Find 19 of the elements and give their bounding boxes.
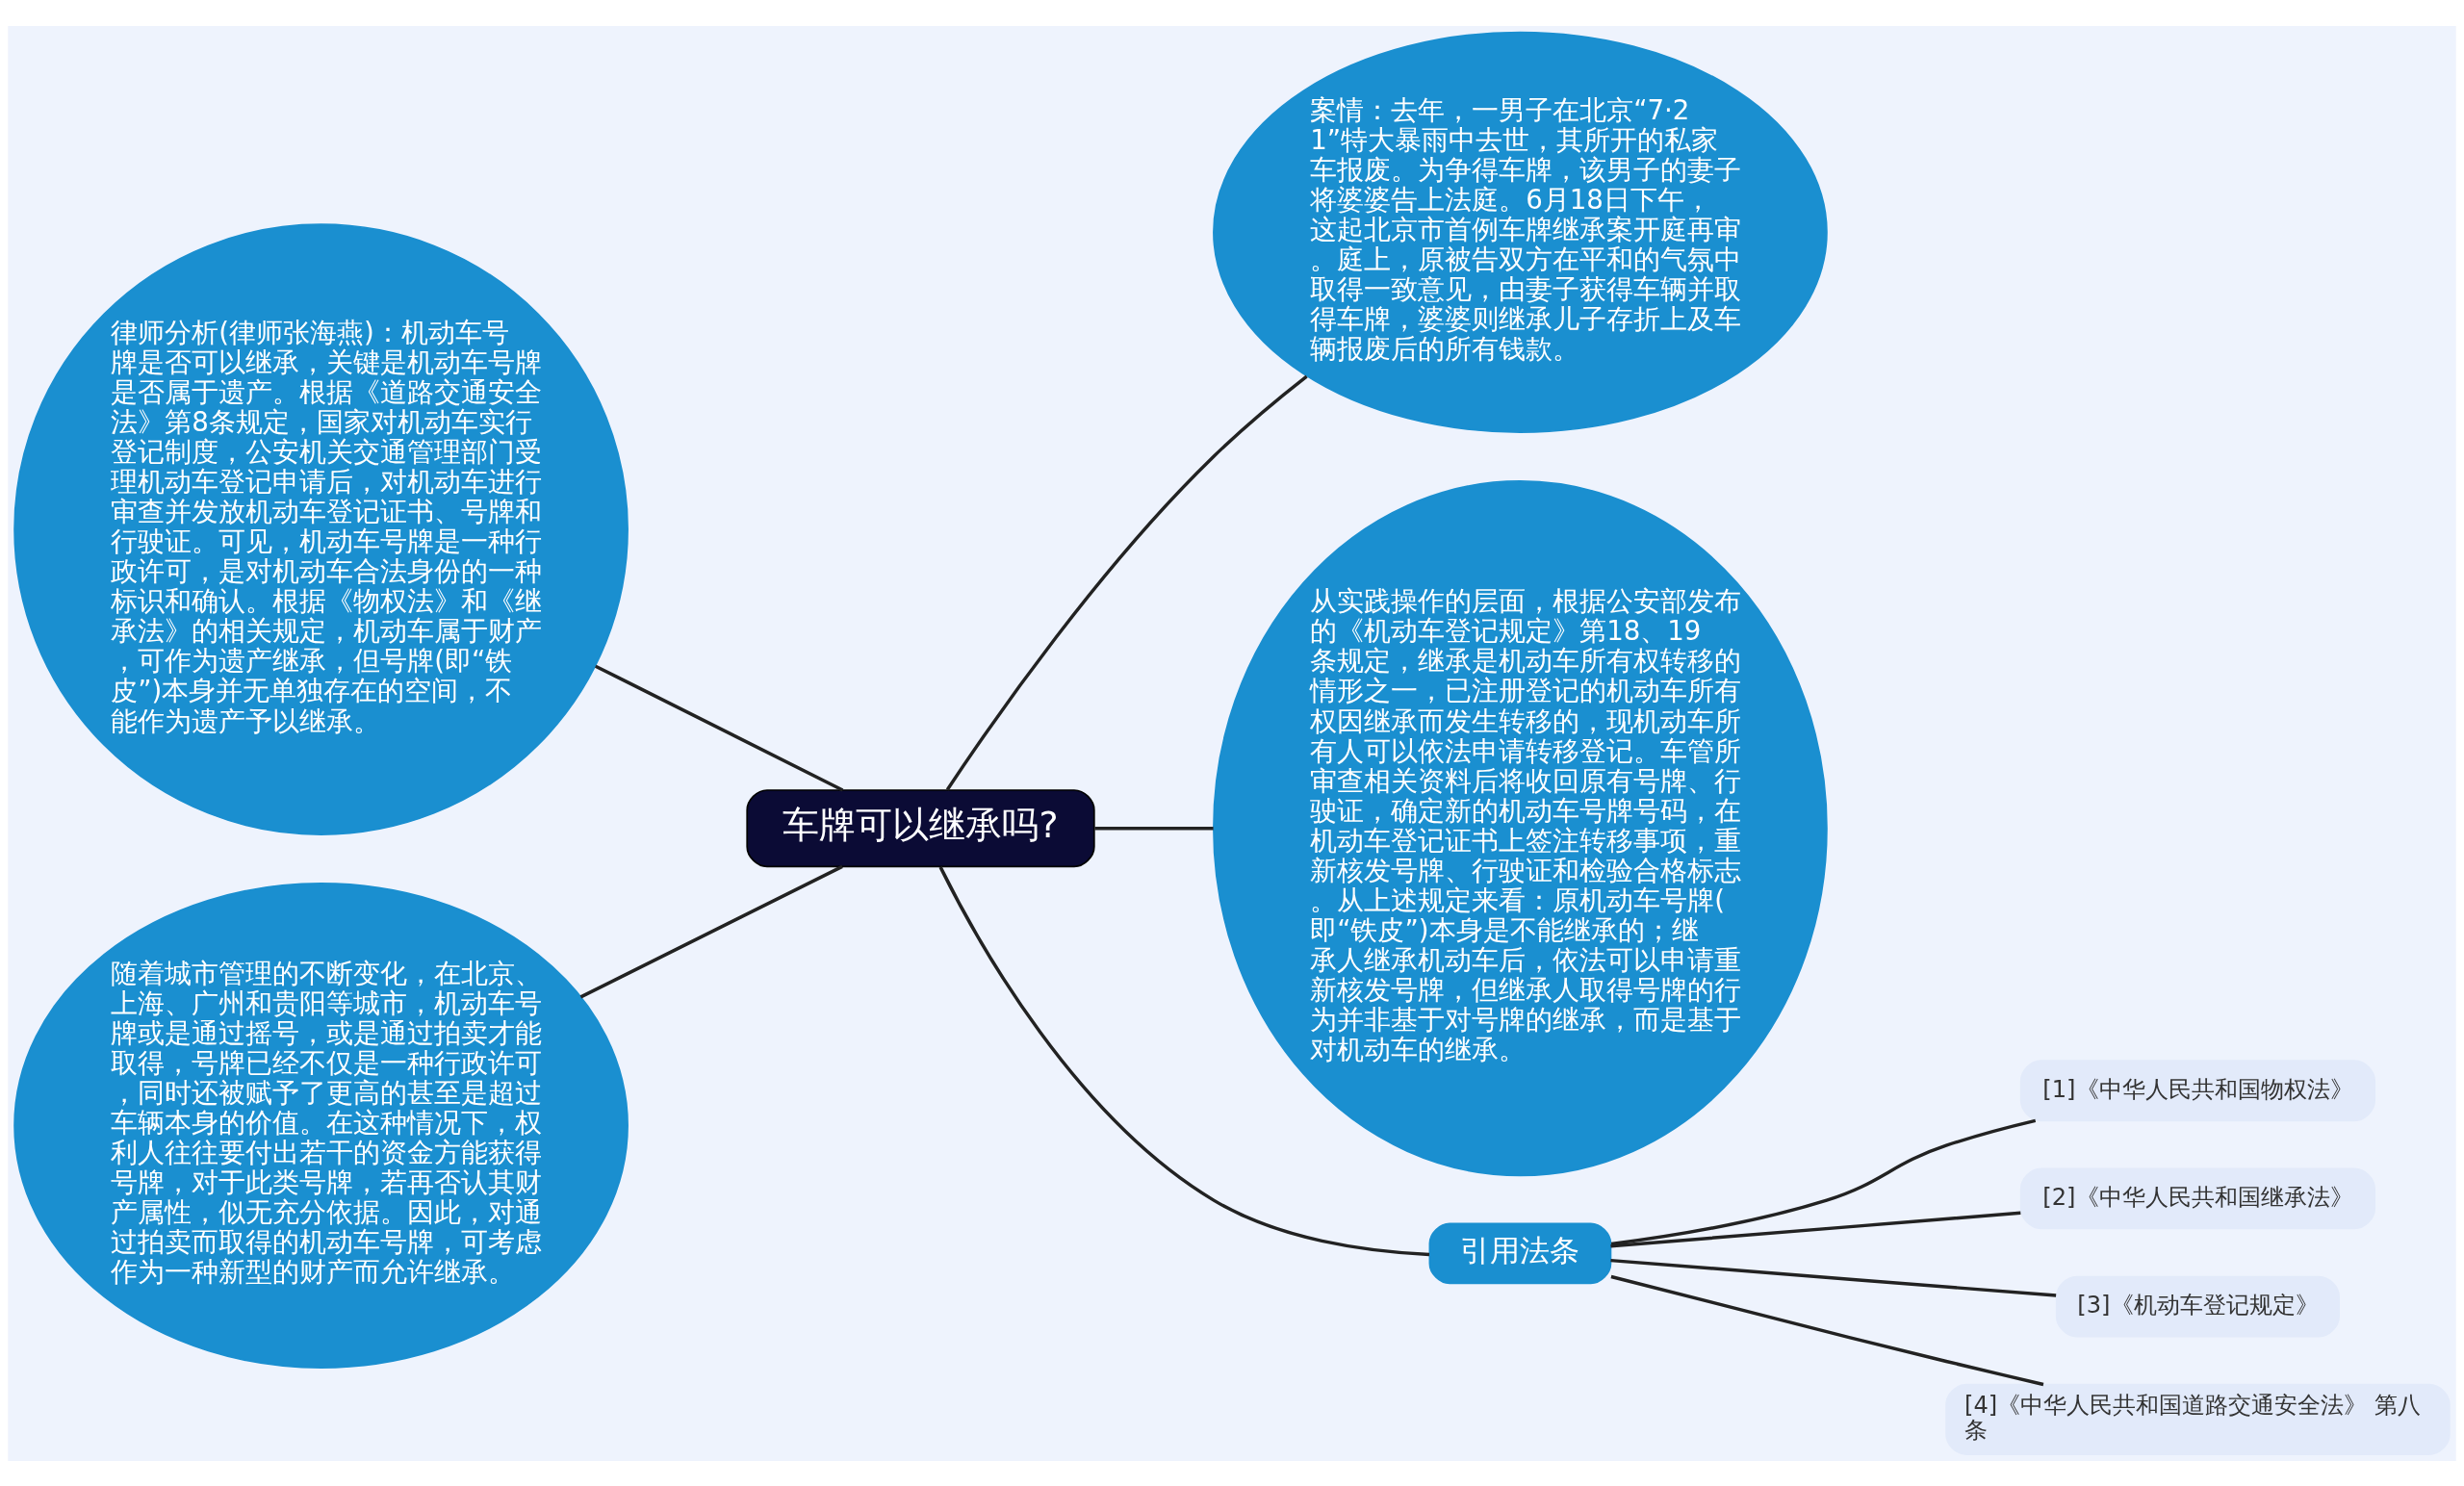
connector (1610, 1211, 2021, 1248)
connector (1610, 1258, 2057, 1297)
node-box: [4]《中华人民共和国道路交通安全法》 第八条 (1945, 1383, 2451, 1455)
node-box: [3]《机动车登记规定》 (2055, 1275, 2340, 1337)
node-box: 车牌可以继承吗? (746, 788, 1095, 867)
connector (1610, 1118, 2037, 1245)
node-ellipse: 从实践操作的层面，根据公安部发布的《机动车登记规定》第18、19条规定，继承是机动车所有权转移的情形之一，已注册登记的机动车所有权因继承而发生转移的，现机动车所有人可以依法申请转移登记。车管所审查相关资料后将收回原有号牌、行驶证，确定新的机动车号牌号码，在机动车登记证书上签注转移事项，重新核发号牌、行驶证和检验合格标志。从上述规定来看：原机动车号牌(即“铁皮”)本身是不能继承的；继承人继承机动车后，依法可以申请重新核发号牌，但继承人取得号牌的行为并非基于对号牌的继承，而是基于对机动车的继承。 (1213, 479, 1828, 1176)
node-box: [1]《中华人民共和国物权法》 (2019, 1059, 2376, 1121)
node-ellipse: 案情：去年，一男子在北京“7·21”特大暴雨中去世，其所开的私家车报废。为争得车牌，该男子的妻子将婆婆告上法庭。6月18日下午，这起北京市首例车牌继承案开庭再审。庭上，原被告双方在平和的气氛中取得一致意见，由妻子获得车辆并取得车牌，婆婆则继承儿子存折上及车辆报废后的所有钱款。 (1213, 31, 1828, 433)
connector (945, 374, 1308, 790)
connector (938, 865, 1430, 1256)
connector (1094, 826, 1214, 830)
node-box: [2]《中华人民共和国继承法》 (2019, 1167, 2376, 1229)
node-circle: 律师分析(律师张海燕)：机动车号牌是否可以继承，关键是机动车号牌是否属于遗产。根据《道路交通安全法》第8条规定，国家对机动车实行登记制度，公安机关交通管理部门受理机动车登记申请后，对机动车进行审查并发放机动车登记证书、号牌和行驶证。可见，机动车号牌是一种行政许可，是对机动车合法身份的一种标识和确认。根据《物权法》和《继承法》的相关规定，机动车属于财产，可作为遗产继承，但号牌(即“铁皮”)本身并无单独存在的空间，不能作为遗产予以继承。 (13, 222, 629, 835)
node-ellipse: 随着城市管理的不断变化，在北京、上海、广州和贵阳等城市，机动车号牌或是通过摇号，或是通过拍卖才能取得，号牌已经不仅是一种行政许可，同时还被赋予了更高的甚至是超过车辆本身的价值。在这种情况下，权利人往往要付出若干的资金方能获得号牌，对于此类号牌，若再否认其财产属性，似无充分依据。因此，对通过拍卖而取得的机动车号牌，可考虑作为一种新型的财产而允许继承。 (13, 882, 629, 1369)
connector (1610, 1274, 2044, 1386)
node-box: 引用法条 (1428, 1221, 1612, 1284)
connector (595, 664, 844, 791)
connector (579, 864, 843, 998)
